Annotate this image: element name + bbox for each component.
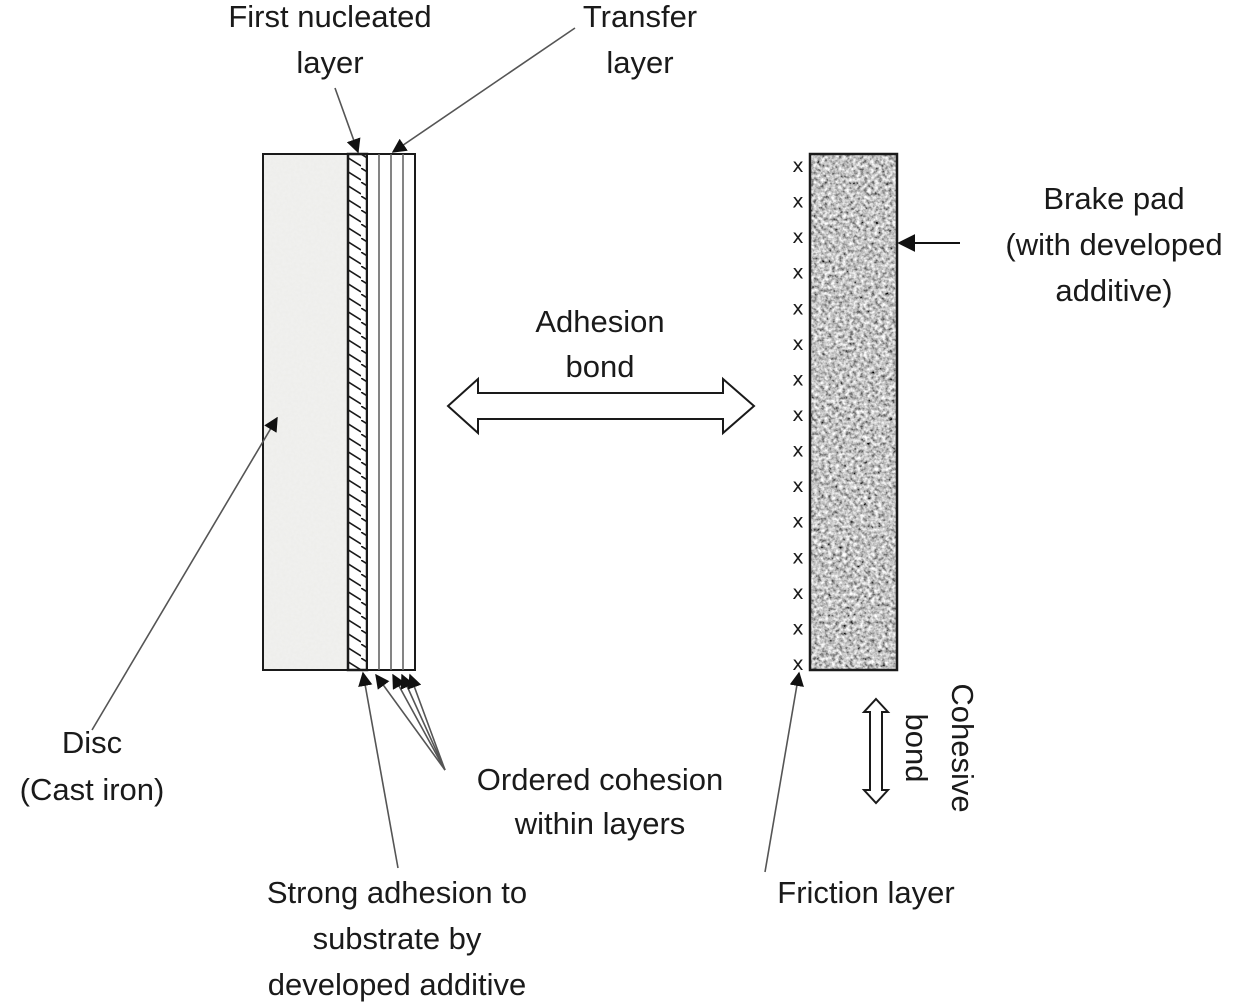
- friction-mark: x: [792, 191, 803, 213]
- label-adhesion-bond: Adhesion bond: [535, 304, 664, 384]
- label-strong-adhesion: Strong adhesion to substrate by develope…: [267, 875, 527, 1002]
- label-line: Friction layer: [777, 875, 954, 910]
- friction-mark: x: [792, 404, 803, 426]
- label-transfer-layer: Transfer layer: [583, 0, 697, 80]
- label-line: bond: [899, 714, 934, 783]
- transfer-layer: [366, 153, 416, 671]
- leader-strong-adhesion: [358, 671, 399, 869]
- friction-mark: x: [792, 653, 803, 675]
- label-friction-layer: Friction layer: [777, 875, 954, 910]
- friction-mark: x: [792, 226, 803, 248]
- cohesive-bond-arrow: [861, 697, 891, 805]
- first-nucleated-layer: [346, 152, 369, 672]
- disc: [262, 153, 349, 671]
- label-line: layer: [606, 45, 673, 80]
- label-line: Ordered cohesion: [477, 762, 723, 797]
- friction-mark: x: [792, 262, 803, 284]
- label-line: (with developed: [1005, 227, 1222, 262]
- friction-mark: x: [792, 368, 803, 390]
- leader-ordered-cohesion-2: [392, 673, 446, 771]
- friction-mark: x: [792, 333, 803, 355]
- label-disc: Disc (Cast iron): [20, 725, 165, 807]
- label-line: Transfer: [583, 0, 697, 34]
- leader-ordered-cohesion-3: [400, 673, 446, 771]
- friction-mark: x: [792, 582, 803, 604]
- leader-ordered-cohesion-1: [375, 673, 446, 771]
- label-brake-pad: Brake pad (with developed additive): [1005, 181, 1222, 308]
- leader-first-nucleated: [334, 87, 361, 154]
- brake-pad: [808, 152, 899, 672]
- label-line: bond: [566, 349, 635, 384]
- friction-mark: x: [792, 155, 803, 177]
- friction-mark: x: [792, 475, 803, 497]
- label-line: Brake pad: [1043, 181, 1184, 216]
- label-first-nucleated-layer: First nucleated layer: [228, 0, 431, 80]
- label-line: First nucleated: [228, 0, 431, 34]
- label-cohesive-bond: Cohesive bond: [899, 683, 980, 812]
- label-line: substrate by: [313, 921, 482, 956]
- leader-friction-layer: [764, 671, 804, 873]
- label-line: Disc: [62, 725, 122, 760]
- label-line: Strong adhesion to: [267, 875, 527, 910]
- label-line: layer: [296, 45, 363, 80]
- friction-mark: x: [792, 297, 803, 319]
- leader-disc: [91, 416, 278, 731]
- label-line: Cohesive: [945, 683, 980, 812]
- label-line: additive): [1055, 273, 1172, 308]
- label-line: (Cast iron): [20, 772, 165, 807]
- friction-mark: x: [792, 617, 803, 639]
- adhesion-bond-arrow: [446, 376, 756, 436]
- leader-transfer-layer: [391, 27, 576, 153]
- label-ordered-cohesion: Ordered cohesion within layers: [477, 762, 723, 841]
- friction-mark: x: [792, 546, 803, 568]
- leader-lines: [91, 27, 960, 873]
- friction-mark: x: [792, 440, 803, 462]
- label-line: Adhesion: [535, 304, 664, 339]
- label-line: developed additive: [268, 967, 527, 1002]
- friction-mark: x: [792, 511, 803, 533]
- label-line: within layers: [514, 806, 686, 841]
- leader-ordered-cohesion-4: [407, 673, 446, 771]
